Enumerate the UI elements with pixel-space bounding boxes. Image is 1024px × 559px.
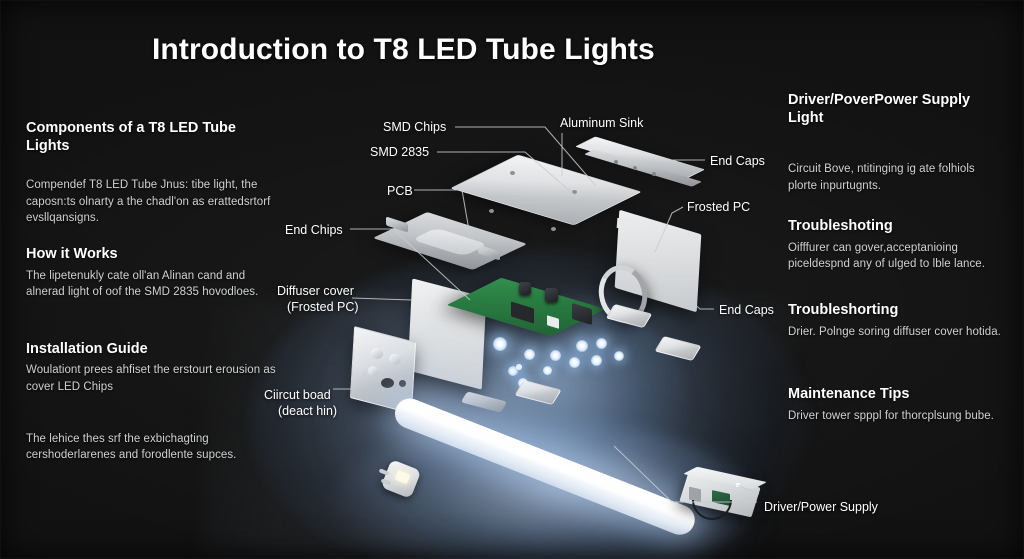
rail-hole: [614, 160, 618, 164]
section-how-it-works-body: The lipetenukly cate oll'an Alinan cand …: [26, 270, 259, 299]
sink-hole: [572, 190, 577, 194]
sink-hole: [489, 209, 494, 213]
end-plate-post: [368, 366, 379, 376]
section-left-extra: The lehice thes srf the exbichagting cer…: [26, 431, 276, 464]
callout-aluminum-sink: Aluminum Sink: [560, 116, 644, 130]
callout-diffuser-cover-line2: (Frosted PC): [287, 299, 359, 314]
floor-sheen: [200, 300, 860, 559]
callout-diffuser-cover-line1: Diffuser cover: [277, 284, 354, 298]
section-installation-guide: Installation Guide Woulationt prees ahfi…: [26, 341, 276, 395]
section-components: Components of a T8 LED Tube Lights Compe…: [26, 120, 276, 226]
led-dot: [569, 357, 580, 368]
led-dot: [614, 351, 624, 361]
section-troubleshorting-2-body: Drier. Polnge soring diffuser cover hoti…: [788, 326, 1001, 339]
callout-diffuser-cover: Diffuser cover (Frosted PC): [277, 284, 373, 315]
section-installation-guide-heading: Installation Guide: [26, 340, 148, 357]
callout-smd-chips: SMD Chips: [383, 120, 447, 134]
led-dot: [516, 364, 522, 370]
section-components-body: Compendef T8 LED Tube Jnus: tibe light, …: [26, 179, 271, 225]
section-troubleshoting-1-body: Oifffurer can gover,acceptanioing piceld…: [788, 241, 985, 271]
section-troubleshorting-2-heading: Troubleshorting: [788, 302, 899, 319]
aluminum-sink-plate: [450, 154, 642, 226]
section-left-extra-body: The lehice thes srf the exbichagting cer…: [26, 433, 237, 462]
rail-hole: [652, 172, 656, 176]
end-plate-hole: [399, 380, 406, 387]
callout-end-caps-top: End Caps: [710, 154, 765, 168]
section-troubleshorting-2: Troubleshorting Drier. Polnge soring dif…: [788, 302, 1004, 340]
section-how-it-works-heading: How it Works: [26, 246, 118, 263]
driver-box-dot: [736, 483, 740, 487]
callout-smd-2835: SMD 2835: [370, 145, 430, 159]
callout-circuit-board-line1: Ciircut boad: [264, 388, 331, 402]
end-plate-post: [389, 354, 401, 365]
section-troubleshoting-1: Troubleshoting Oifffurer can gover,accep…: [788, 218, 1004, 272]
led-dot: [591, 355, 602, 366]
sink-hole: [510, 171, 515, 175]
callout-pcb: PCB: [387, 184, 413, 198]
section-driver-power-supply: Driver/PoverPower Supply Light Circuit B…: [788, 92, 1004, 194]
led-dot: [543, 366, 552, 375]
section-maintenance-tips: Maintenance Tips Driver tower spppl for …: [788, 386, 1004, 424]
section-components-heading: Components of a T8 LED Tube Lights: [26, 120, 236, 154]
section-driver-power-supply-heading: Driver/PoverPower Supply Light: [788, 92, 971, 126]
callout-driver-power-supply: Driver/Power Supply: [764, 500, 878, 514]
section-maintenance-tips-body: Driver tower spppl for thorcplsung bube.: [788, 410, 994, 423]
led-dot: [550, 350, 561, 361]
frosted-pc-notch: [616, 218, 636, 228]
pcb-capacitor: [519, 282, 531, 295]
callout-end-chips: End Chips: [285, 223, 343, 237]
section-maintenance-tips-heading: Maintenance Tips: [788, 386, 910, 403]
pcb-capacitor: [545, 288, 558, 302]
section-driver-power-supply-body: Circuit Bove, ntitinging ig ate folhiols…: [788, 163, 975, 192]
led-dot: [493, 337, 507, 351]
rail-hole: [633, 166, 637, 170]
led-dot: [576, 340, 588, 352]
right-text-column: Driver/PoverPower Supply Light Circuit B…: [788, 92, 1004, 430]
callout-frosted-pc: Frosted PC: [687, 200, 751, 214]
end-cap-rail: [574, 136, 706, 180]
led-dot: [524, 349, 535, 360]
callout-end-caps-mid: End Caps: [719, 303, 774, 317]
led-dot: [596, 338, 607, 349]
callout-circuit-board-line2: (deact hin): [278, 403, 338, 418]
sink-hole: [551, 227, 556, 231]
end-plate-hole: [381, 378, 394, 388]
section-how-it-works: How it Works The lipetenukly cate oll'an…: [26, 246, 276, 300]
left-text-column: Components of a T8 LED Tube Lights Compe…: [26, 120, 276, 470]
end-plate-post: [371, 348, 383, 359]
callout-circuit-board: Ciircut boad (deact hin): [264, 388, 356, 419]
section-troubleshoting-1-heading: Troubleshoting: [788, 218, 893, 235]
section-installation-guide-body: Woulationt prees ahfiset the erstourt er…: [26, 364, 276, 393]
